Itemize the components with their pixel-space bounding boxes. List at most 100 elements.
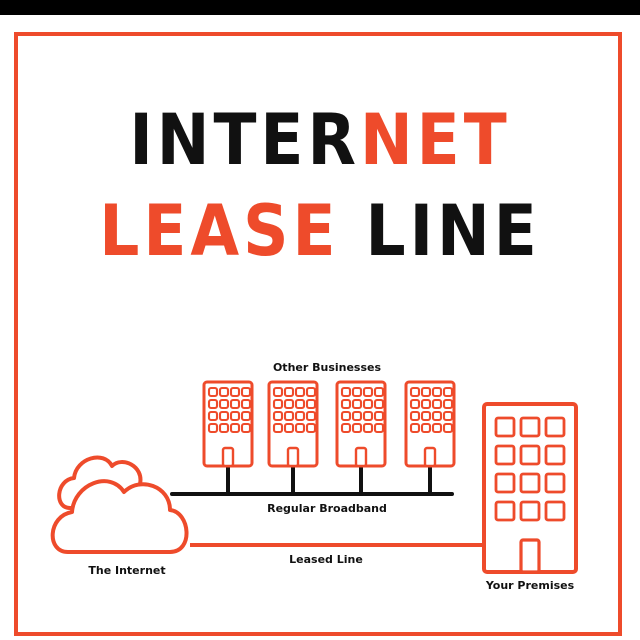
building-window xyxy=(340,398,352,410)
building-window xyxy=(442,410,454,422)
office-building-icon xyxy=(267,380,319,468)
title-word-lease: LEASE xyxy=(99,190,340,272)
building-window xyxy=(544,500,566,522)
building-window xyxy=(519,416,541,438)
building-window xyxy=(272,410,284,422)
building-window xyxy=(351,386,363,398)
building-window xyxy=(409,422,421,434)
building-window xyxy=(218,410,230,422)
building-window xyxy=(373,398,385,410)
building-window xyxy=(272,386,284,398)
building-window xyxy=(519,444,541,466)
building-window xyxy=(351,410,363,422)
building-window xyxy=(272,398,284,410)
building-window xyxy=(240,386,252,398)
building-window xyxy=(207,398,219,410)
building-window xyxy=(340,422,352,434)
building-window xyxy=(305,422,317,434)
building-window xyxy=(409,398,421,410)
label-leased-line: Leased Line xyxy=(289,553,363,566)
label-your-premises: Your Premises xyxy=(485,579,575,592)
label-other-businesses: Other Businesses xyxy=(273,361,382,374)
building-window xyxy=(240,422,252,434)
office-building-icon xyxy=(335,380,387,468)
building-door xyxy=(221,446,235,468)
building-window xyxy=(283,410,295,422)
building-window xyxy=(519,472,541,494)
building-window xyxy=(240,398,252,410)
building-window xyxy=(229,410,241,422)
building-window xyxy=(362,398,374,410)
building-window xyxy=(240,410,252,422)
title-word-line: LINE xyxy=(365,190,541,272)
building-window xyxy=(409,386,421,398)
label-regular-broadband: Regular Broadband xyxy=(267,502,387,515)
building-window xyxy=(294,410,306,422)
cloud-icon xyxy=(50,455,189,554)
building-window xyxy=(362,386,374,398)
title-word-inter: INTER xyxy=(129,99,360,181)
building-window xyxy=(431,398,443,410)
building-window xyxy=(351,398,363,410)
building-window xyxy=(494,444,516,466)
building-window xyxy=(362,422,374,434)
title-word-net: NET xyxy=(359,99,511,181)
building-window xyxy=(340,386,352,398)
premises-building-icon xyxy=(482,402,578,574)
building-door xyxy=(423,446,437,468)
building-window xyxy=(544,444,566,466)
building-window xyxy=(420,422,432,434)
building-window xyxy=(544,416,566,438)
building-window xyxy=(442,386,454,398)
building-window xyxy=(229,386,241,398)
building-window xyxy=(283,386,295,398)
title-line-2: LEASE LINE xyxy=(0,191,640,271)
building-window xyxy=(431,410,443,422)
building-window xyxy=(494,500,516,522)
border-frame xyxy=(14,32,622,636)
building-window xyxy=(283,398,295,410)
building-window xyxy=(519,500,541,522)
building-window xyxy=(373,422,385,434)
building-window xyxy=(218,422,230,434)
building-window xyxy=(229,398,241,410)
building-window xyxy=(294,422,306,434)
building-window xyxy=(272,422,284,434)
building-window xyxy=(420,386,432,398)
label-the-internet: The Internet xyxy=(88,564,165,577)
building-window xyxy=(431,386,443,398)
building-door xyxy=(354,446,368,468)
building-window xyxy=(494,416,516,438)
building-door xyxy=(286,446,300,468)
building-window xyxy=(207,386,219,398)
building-window xyxy=(218,386,230,398)
building-window xyxy=(409,410,421,422)
building-window xyxy=(420,410,432,422)
building-window xyxy=(294,398,306,410)
office-building-icon xyxy=(202,380,254,468)
building-window xyxy=(229,422,241,434)
building-window xyxy=(351,422,363,434)
title-line-1: INTERNET xyxy=(0,100,640,180)
building-door xyxy=(519,538,541,574)
building-window xyxy=(373,386,385,398)
office-building-icon xyxy=(404,380,456,468)
building-window xyxy=(294,386,306,398)
building-window xyxy=(283,422,295,434)
building-window xyxy=(420,398,432,410)
broadband-network xyxy=(170,464,454,496)
building-window xyxy=(305,386,317,398)
building-window xyxy=(207,422,219,434)
building-window xyxy=(362,410,374,422)
building-window xyxy=(442,422,454,434)
building-window xyxy=(442,398,454,410)
building-window xyxy=(373,410,385,422)
building-window xyxy=(544,472,566,494)
building-window xyxy=(305,398,317,410)
building-window xyxy=(340,410,352,422)
building-window xyxy=(431,422,443,434)
building-window xyxy=(207,410,219,422)
building-window xyxy=(218,398,230,410)
